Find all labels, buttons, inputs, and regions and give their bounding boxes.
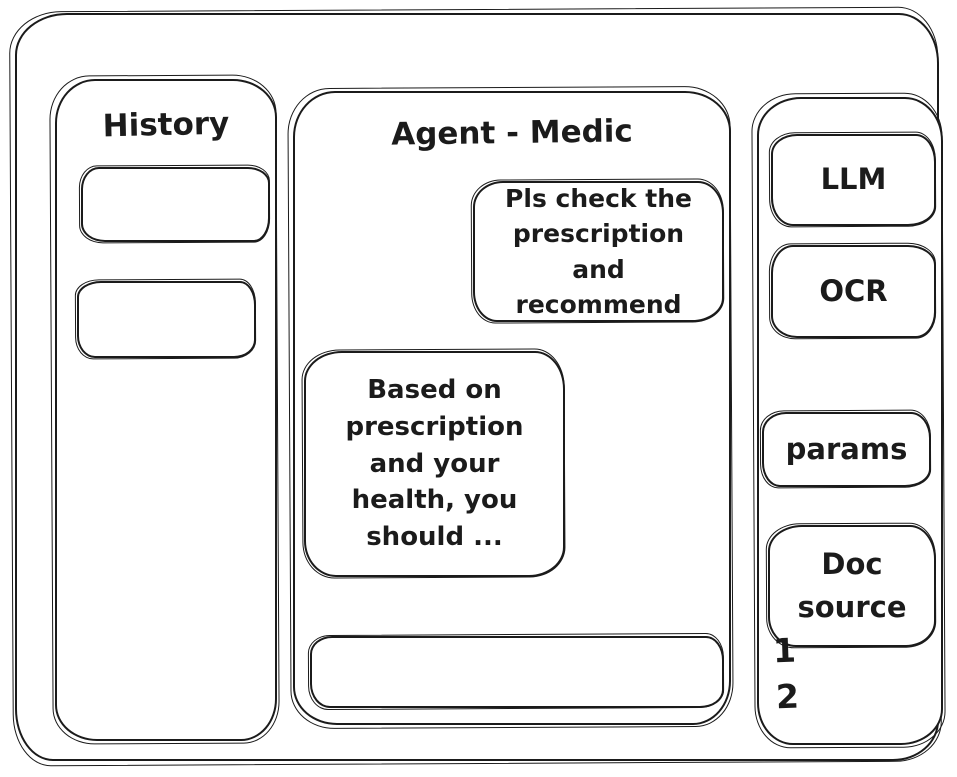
llm-button-label: LLM [820,162,887,197]
doc-source-button-label: Doc source [797,546,907,625]
llm-button[interactable]: LLM [771,134,936,226]
history-title: History [102,105,230,145]
user-message-bubble: Pls check the prescription and recommend [473,181,724,322]
history-item[interactable] [77,281,256,358]
doc-source-button[interactable]: Doc source [768,525,936,647]
params-button[interactable]: params [762,412,931,487]
app-frame: History Agent - Medic Pls check the pres… [15,13,943,761]
history-item[interactable] [81,167,270,242]
ocr-button[interactable]: OCR [771,245,936,338]
user-message-text: Pls check the prescription and recommend [505,183,692,320]
tools-panel: LLM OCR params Doc source 1 2 [757,97,943,745]
chat-input[interactable] [310,636,724,708]
agent-message-text: Based on prescription and your health, y… [345,374,524,553]
doc-source-item-1[interactable]: 1 [772,630,797,671]
doc-source-item-2[interactable]: 2 [775,676,800,717]
agent-message-bubble: Based on prescription and your health, y… [304,351,565,577]
chat-panel: Agent - Medic Pls check the prescription… [293,91,731,725]
params-button-label: params [785,431,908,466]
ocr-button-label: OCR [819,273,888,308]
history-panel: History [55,79,277,741]
chat-title: Agent - Medic [390,113,634,153]
